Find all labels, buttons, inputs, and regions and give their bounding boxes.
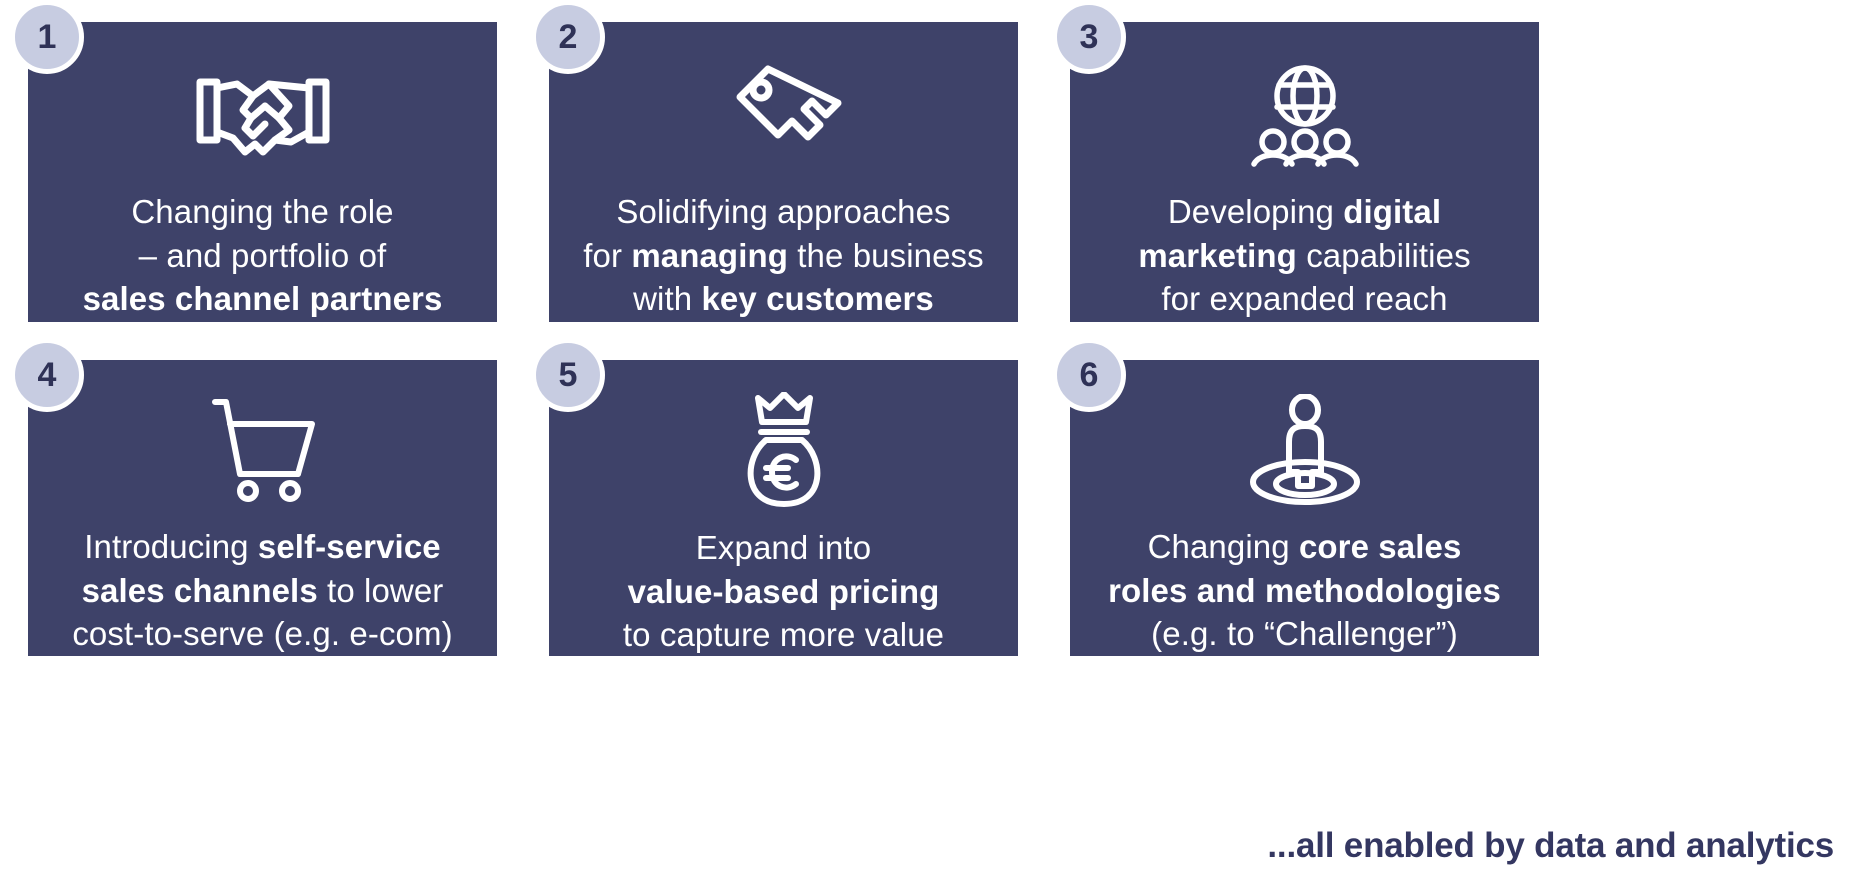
card-number-badge-2: 2 <box>531 0 605 74</box>
card-line: sales channel partners <box>82 280 443 318</box>
card-number-badge-1: 1 <box>10 0 84 74</box>
card-2[interactable]: 2 Solidifying approaches for managing th… <box>531 0 1018 322</box>
card-line: marketing capabilities <box>1138 236 1471 274</box>
shopping-cart-icon <box>210 392 316 507</box>
card-line: Introducing self-service <box>84 528 441 566</box>
card-grid: 1 Changing the role – and portfolio of s… <box>10 0 1840 657</box>
card-line: with key customers <box>633 280 934 318</box>
card-line: Changing the role <box>131 193 394 230</box>
footer-caption: ...all enabled by data and analytics <box>1267 826 1834 865</box>
card-text-3: Developing digital marketing capabilitie… <box>1070 190 1539 321</box>
card-line: sales channels to lower <box>81 571 444 609</box>
card-number-badge-6: 6 <box>1052 338 1126 412</box>
card-line: Developing digital <box>1167 193 1442 230</box>
card-text-2: Solidifying approaches for managing the … <box>549 190 1018 321</box>
card-number-badge-5: 5 <box>531 338 605 412</box>
card-6[interactable]: 6 Changing core sales roles and methodol… <box>1052 338 1539 656</box>
card-line: for managing the business <box>583 236 984 274</box>
card-text-4: Introducing self-service sales channels … <box>28 525 497 656</box>
card-text-5: Expand into value-based pricing to captu… <box>549 526 1018 657</box>
card-line: cost-to-serve (e.g. e-com) <box>72 615 453 653</box>
key-icon <box>726 60 842 172</box>
card-text-1: Changing the role – and portfolio of sal… <box>28 190 497 321</box>
card-number-badge-4: 4 <box>10 338 84 412</box>
globe-people-icon <box>1246 60 1364 172</box>
card-line: for expanded reach <box>1161 280 1448 318</box>
card-line: Changing core sales <box>1147 528 1462 566</box>
card-number-badge-3: 3 <box>1052 0 1126 74</box>
card-line: – and portfolio of <box>138 236 387 274</box>
person-target-icon <box>1246 392 1364 507</box>
card-line: value-based pricing <box>627 572 940 610</box>
card-line: roles and methodologies <box>1108 571 1501 609</box>
card-line: Expand into <box>695 529 872 566</box>
card-text-6: Changing core sales roles and methodolog… <box>1070 525 1539 656</box>
card-4[interactable]: 4 Introducing self-service sales channel… <box>10 338 497 656</box>
money-bag-euro-icon <box>734 392 834 508</box>
card-1[interactable]: 1 Changing the role – and portfolio of s… <box>10 0 497 322</box>
card-line: to capture more value <box>622 616 945 654</box>
card-line: Solidifying approaches <box>616 193 951 230</box>
card-line: (e.g. to “Challenger”) <box>1151 615 1458 653</box>
handshake-icon <box>193 60 333 172</box>
card-5[interactable]: 5 Expand into value-based pricing to cap… <box>531 338 1018 657</box>
card-3[interactable]: 3 Developing digital marketing capa <box>1052 0 1539 322</box>
